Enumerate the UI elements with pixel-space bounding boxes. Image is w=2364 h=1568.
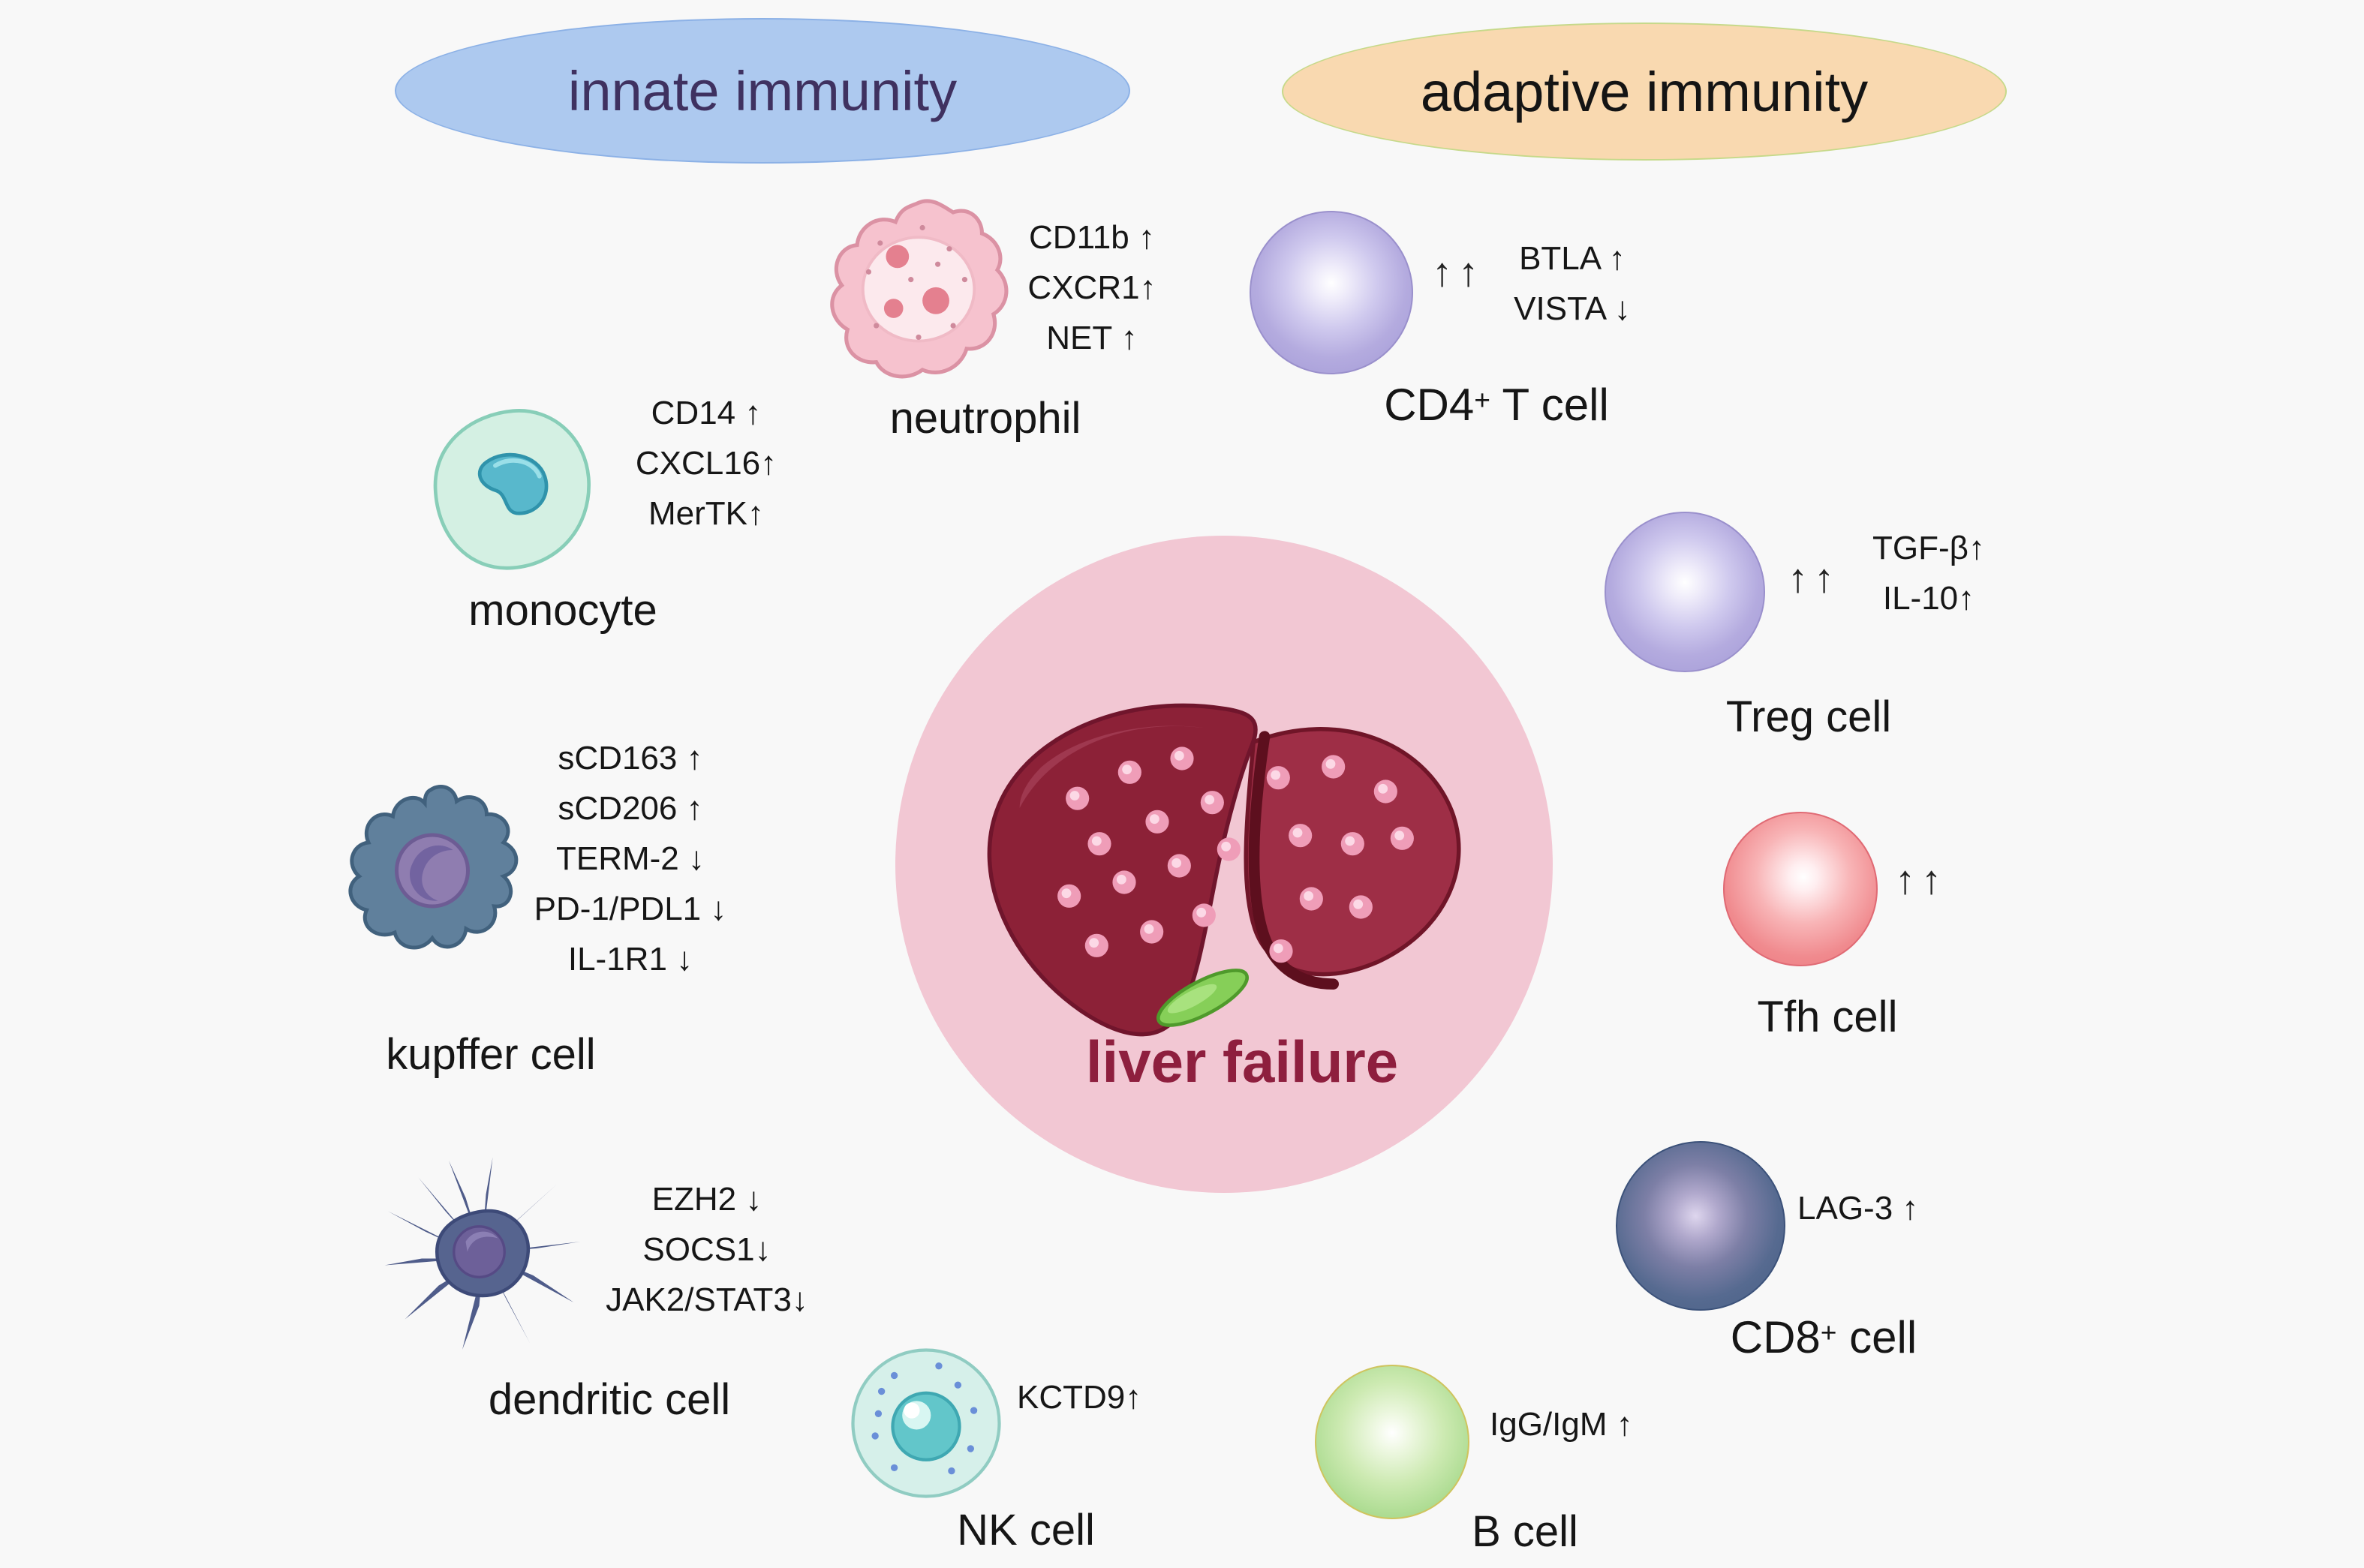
innate-immunity-label: innate immunity bbox=[567, 59, 958, 122]
b-cell-marker: IgG/IgM ↑ bbox=[1490, 1406, 1633, 1443]
cd4-label-rest: T cell bbox=[1490, 380, 1609, 430]
treg-up-arrows: ↑↑ bbox=[1788, 556, 1840, 601]
dendritic-marker: JAK2/STAT3↓ bbox=[606, 1281, 808, 1318]
b-cell-markers: IgG/IgM ↑ bbox=[1490, 1400, 1633, 1450]
monocyte-markers: CD14 ↑ CXCL16↑ MerTK↑ bbox=[556, 389, 856, 539]
cd4-t-cell-icon bbox=[1250, 211, 1413, 374]
cd4-marker: VISTA ↓ bbox=[1514, 290, 1631, 327]
adaptive-immunity-label: adaptive immunity bbox=[1420, 60, 1869, 123]
treg-marker: IL-10↑ bbox=[1882, 579, 1975, 617]
neutrophil-label: neutrophil bbox=[889, 394, 1081, 443]
dendritic-cell-icon bbox=[384, 1157, 581, 1350]
kupffer-cell-label: kupffer cell bbox=[386, 1030, 596, 1079]
cd8-label-base: CD8 bbox=[1730, 1312, 1821, 1362]
dendritic-marker: SOCS1↓ bbox=[642, 1230, 771, 1268]
adaptive-immunity-header: adaptive immunity bbox=[1282, 23, 2007, 161]
cd8-cell-label: CD8+ cell bbox=[1681, 1311, 1966, 1363]
nk-cell-label: NK cell bbox=[957, 1506, 1095, 1554]
treg-cell-icon bbox=[1605, 512, 1765, 672]
cd4-label-base: CD4 bbox=[1384, 380, 1475, 430]
tfh-cell-icon bbox=[1723, 812, 1878, 966]
neutrophil-marker: CXCR1↑ bbox=[1027, 269, 1156, 306]
neutrophil-markers: CD11b ↑ CXCR1↑ NET ↑ bbox=[942, 213, 1242, 364]
b-cell-label: B cell bbox=[1472, 1507, 1578, 1556]
cd4-up-arrows: ↑↑ bbox=[1432, 250, 1484, 295]
kupffer-cell-icon bbox=[348, 785, 519, 950]
nk-cell-icon bbox=[851, 1348, 1001, 1498]
neutrophil-marker: NET ↑ bbox=[1046, 319, 1138, 356]
treg-cell-label: Treg cell bbox=[1725, 692, 1892, 741]
treg-marker: TGF-β↑ bbox=[1872, 530, 1985, 566]
liver-icon bbox=[987, 703, 1461, 1037]
kupffer-marker: IL-1R1 ↓ bbox=[567, 940, 693, 978]
tfh-up-arrows: ↑↑ bbox=[1895, 858, 1947, 903]
dendritic-markers: EZH2 ↓ SOCS1↓ JAK2/STAT3↓ bbox=[557, 1175, 857, 1326]
cd8-label-sup: + bbox=[1820, 1317, 1837, 1348]
dendritic-marker: EZH2 ↓ bbox=[651, 1181, 762, 1218]
nk-markers: KCTD9↑ bbox=[1017, 1373, 1141, 1423]
cd8-markers: LAG-3 ↑ bbox=[1797, 1184, 1918, 1234]
b-cell-icon bbox=[1315, 1365, 1469, 1519]
kupffer-markers: sCD163 ↑ sCD206 ↑ TERM-2 ↓ PD-1/PDL1 ↓ I… bbox=[480, 734, 780, 984]
monocyte-marker: MerTK↑ bbox=[648, 494, 764, 532]
neutrophil-cell-icon bbox=[830, 199, 1009, 379]
kupffer-marker: PD-1/PDL1 ↓ bbox=[534, 890, 727, 927]
kupffer-marker: TERM-2 ↓ bbox=[556, 840, 705, 877]
monocyte-marker: CD14 ↑ bbox=[651, 395, 762, 431]
neutrophil-marker: CD11b ↑ bbox=[1029, 219, 1155, 256]
cd4-label-sup: + bbox=[1474, 384, 1490, 416]
cd4-marker: BTLA ↑ bbox=[1519, 240, 1626, 277]
kupffer-marker: sCD163 ↑ bbox=[558, 740, 703, 776]
cd4-t-cell-label: CD4+ T cell bbox=[1309, 379, 1684, 431]
cd8-marker: LAG-3 ↑ bbox=[1797, 1190, 1919, 1227]
tfh-cell-label: Tfh cell bbox=[1757, 993, 1898, 1041]
nk-marker: KCTD9↑ bbox=[1017, 1379, 1142, 1416]
innate-immunity-header: innate immunity bbox=[395, 18, 1130, 164]
monocyte-marker: CXCL16↑ bbox=[635, 444, 777, 482]
monocyte-cell-icon bbox=[433, 409, 591, 570]
liver-failure-label: liver failure bbox=[1085, 1029, 1399, 1095]
cd8-cell-icon bbox=[1616, 1141, 1785, 1311]
liver-dots bbox=[1057, 746, 1414, 963]
gallbladder-icon bbox=[1156, 969, 1249, 1027]
cd8-label-rest: cell bbox=[1836, 1312, 1917, 1362]
treg-markers: TGF-β↑ IL-10↑ bbox=[1816, 524, 2041, 624]
kupffer-marker: sCD206 ↑ bbox=[558, 789, 703, 827]
monocyte-label: monocyte bbox=[468, 586, 657, 635]
dendritic-cell-label: dendritic cell bbox=[488, 1375, 731, 1424]
cd4-markers: BTLA ↑ VISTA ↓ bbox=[1452, 234, 1692, 335]
